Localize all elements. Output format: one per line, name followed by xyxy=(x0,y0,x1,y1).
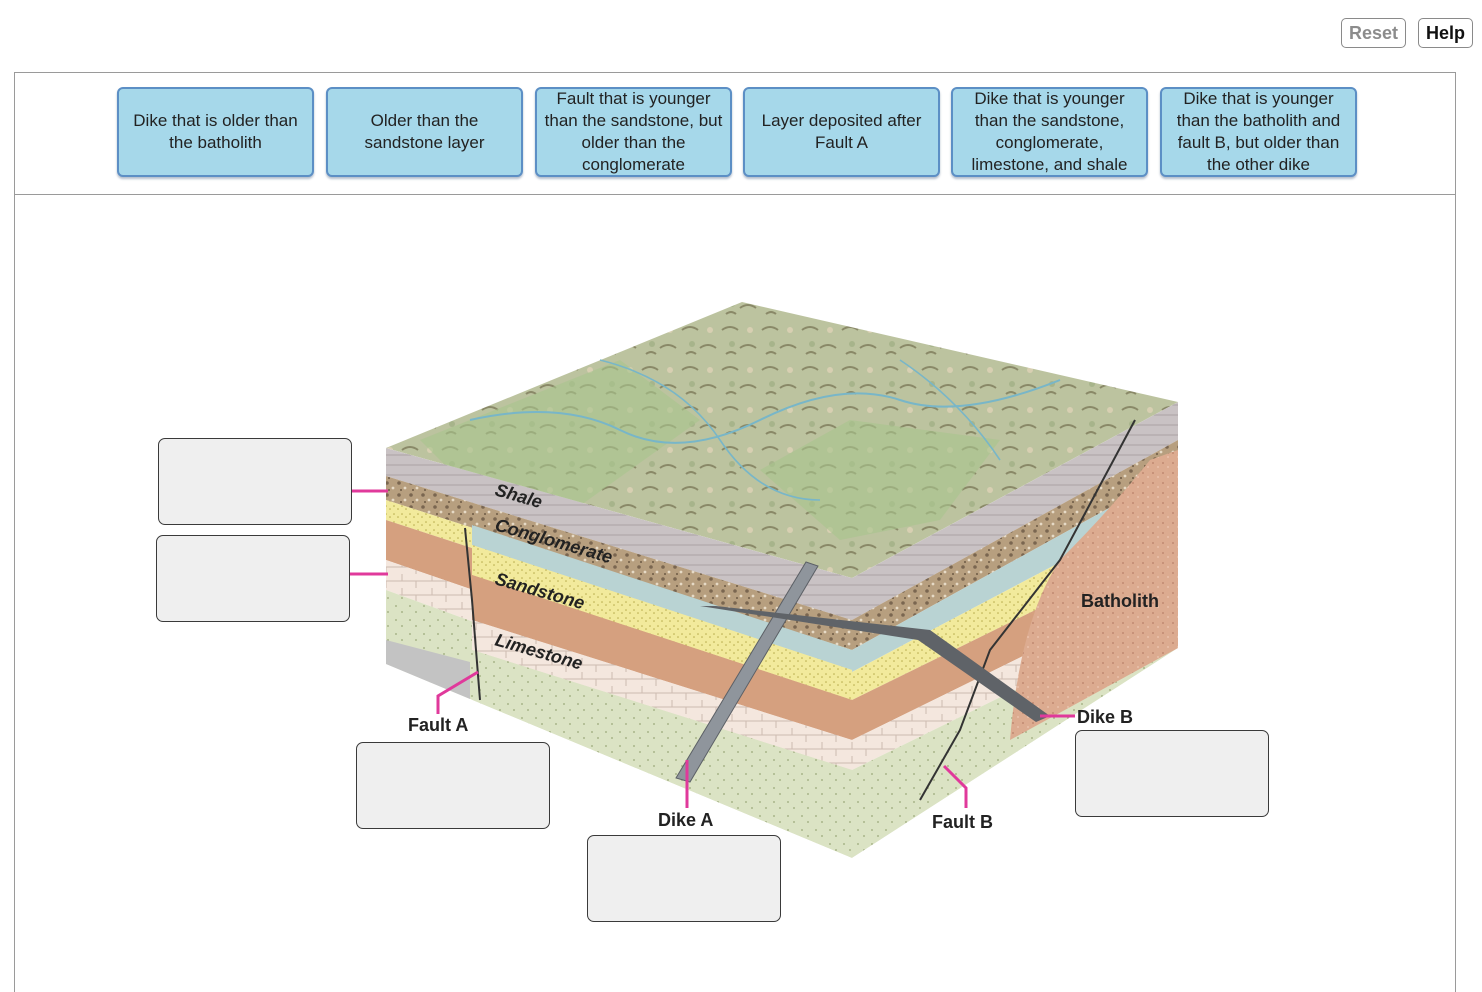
dike-b xyxy=(700,606,1050,722)
label-chip-dike-younger-than-layers[interactable]: Dike that is younger than the sandstone,… xyxy=(951,87,1148,177)
geologic-block-diagram: Shale Conglomerate Sandstone Limestone B… xyxy=(350,302,1178,858)
drop-target-shale-layer[interactable] xyxy=(158,438,352,525)
label-dike-a: Dike A xyxy=(658,810,713,830)
terrain-surface xyxy=(386,302,1178,578)
label-dike-b: Dike B xyxy=(1077,707,1133,727)
drop-target-conglomerate-layer[interactable] xyxy=(156,535,350,622)
label-chip-older-dike[interactable]: Dike that is older than the batholith xyxy=(117,87,314,177)
drop-target-fault-a[interactable] xyxy=(356,742,550,829)
label-chip-dike-younger-than-batholith[interactable]: Dike that is younger than the batholith … xyxy=(1160,87,1357,177)
label-chip-older-than-sandstone[interactable]: Older than the sandstone layer xyxy=(326,87,523,177)
drop-target-dike-a[interactable] xyxy=(587,835,781,922)
batholith xyxy=(1010,450,1178,740)
leader-lines xyxy=(350,489,1075,808)
help-button[interactable]: Help xyxy=(1418,18,1473,48)
label-batholith: Batholith xyxy=(1081,591,1159,611)
drop-target-dike-b[interactable] xyxy=(1075,730,1269,817)
label-fault-a: Fault A xyxy=(408,715,468,735)
label-chip-layer-after-fault-a[interactable]: Layer deposited after Fault A xyxy=(743,87,940,177)
fault-b xyxy=(919,419,1136,801)
label-chip-fault-younger-than-sandstone[interactable]: Fault that is younger than the sandstone… xyxy=(535,87,732,177)
reset-button[interactable]: Reset xyxy=(1341,18,1406,48)
label-fault-b: Fault B xyxy=(932,812,993,832)
left-face xyxy=(386,448,852,858)
label-bank: Dike that is older than the batholith Ol… xyxy=(15,73,1455,195)
fault-a xyxy=(464,527,481,701)
